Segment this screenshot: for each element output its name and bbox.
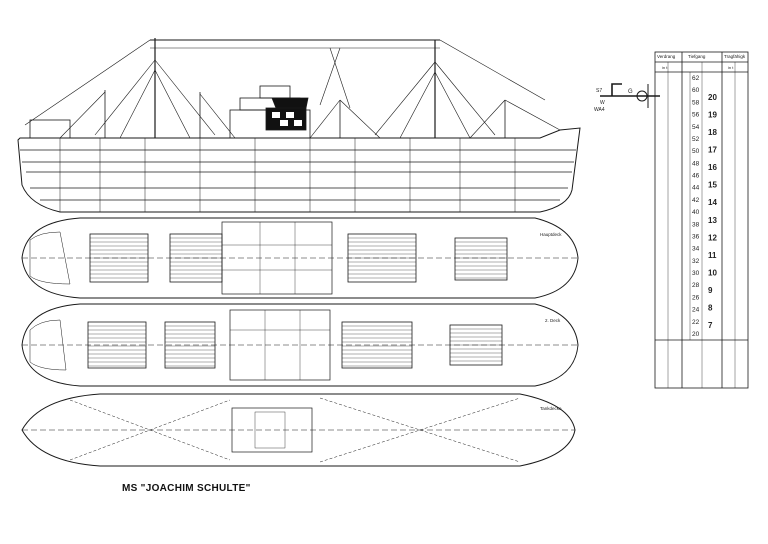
deadweight-value: 15 (708, 181, 717, 190)
depth-value: 52 (692, 136, 700, 143)
deadweight-value: 11 (708, 251, 717, 260)
depth-value: 28 (692, 282, 700, 289)
view-label-main-deck: Hauptdeck (540, 232, 562, 237)
depth-value: 26 (692, 294, 700, 301)
depth-value: 50 (692, 148, 700, 155)
waterline-symbol (600, 83, 660, 108)
depth-value: 34 (692, 246, 700, 253)
depth-value: 44 (692, 185, 700, 192)
depth-value: 56 (692, 112, 700, 119)
table-header-deadweight: Tragfähigk (724, 54, 746, 59)
depth-value: 58 (692, 99, 700, 106)
view-label-second-deck: 2. Deck (545, 318, 561, 323)
depth-value: 42 (692, 197, 700, 204)
waterline-label-s7: S7 (596, 88, 602, 94)
depth-value: 48 (692, 160, 700, 167)
depth-value: 22 (692, 319, 700, 326)
depth-value: 60 (692, 87, 700, 94)
deadweight-value: 20 (708, 93, 717, 102)
deadweight-value: 19 (708, 111, 717, 120)
waterline-label-wa4: WA4 (594, 107, 605, 113)
hatch-second-1 (87, 321, 147, 369)
deadweight-value: 17 (708, 146, 717, 155)
deadweight-value: 10 (708, 268, 717, 277)
scale-table (654, 51, 749, 389)
depth-value: 36 (692, 233, 700, 240)
deadweight-value: 7 (708, 321, 713, 330)
hatch-second-3 (341, 321, 413, 369)
plan-tank-top (21, 393, 576, 467)
table-header-draught: Tiefgang (688, 54, 706, 59)
depth-values-column: 62 60 58 56 54 52 50 48 46 44 42 40 38 36 34 32 30 28 26 24… (692, 75, 700, 338)
depth-value: 32 (692, 258, 700, 265)
waterline-label-w: W (600, 100, 605, 106)
depth-value: 54 (692, 124, 700, 131)
depth-value: 30 (692, 270, 700, 277)
profile-view (17, 38, 581, 213)
depth-value: 40 (692, 209, 700, 216)
hatch-main-4 (454, 237, 508, 281)
table-header-displacement: Verdrang (657, 54, 676, 59)
depth-value: 46 (692, 173, 700, 180)
deadweight-values-column: 20 19 18 17 16 15 14 13 12 11 10 9 8 7 (708, 93, 717, 330)
table-unit-displacement: in t (662, 65, 668, 70)
deadweight-value: 8 (708, 303, 713, 312)
drawing-caption: MS "JOACHIM SCHULTE" (122, 483, 251, 494)
deadweight-value: 18 (708, 128, 717, 137)
view-label-tank-top: Tankdecke (540, 406, 562, 411)
deadweight-value: 13 (708, 216, 717, 225)
depth-value: 24 (692, 307, 700, 314)
hatch-second-2 (164, 321, 216, 369)
depth-value: 62 (692, 75, 700, 82)
table-unit-deadweight: in t (728, 65, 734, 70)
depth-value: 38 (692, 221, 700, 228)
depth-value: 20 (692, 331, 700, 338)
deadweight-value: 14 (708, 198, 717, 207)
waterline-label-g: G (628, 89, 633, 95)
deadweight-value: 12 (708, 233, 717, 242)
deadweight-value: 9 (708, 286, 713, 295)
deadweight-value: 16 (708, 163, 717, 172)
